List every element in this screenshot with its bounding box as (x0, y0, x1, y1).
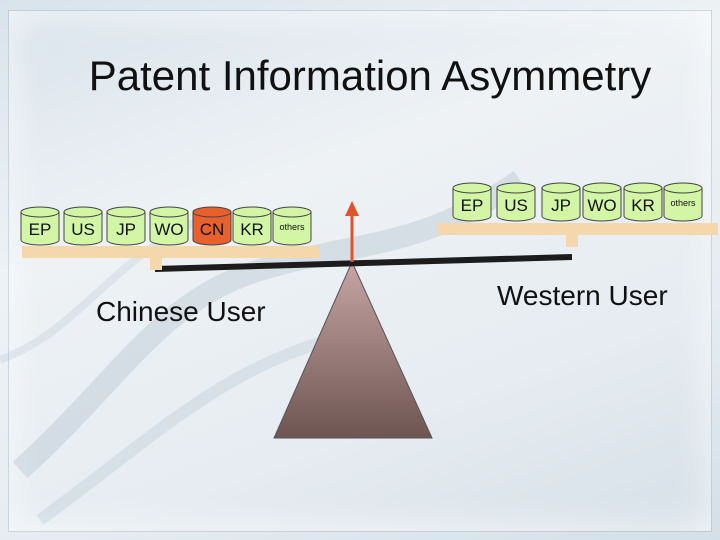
slide-frame (8, 10, 712, 532)
database-cn-left: CN (192, 206, 232, 246)
cylinder-icon (20, 206, 60, 246)
database-label: others (670, 198, 696, 208)
database-label: JP (551, 196, 571, 215)
left-pan-tray (22, 246, 320, 258)
tilt-arrow-head (345, 201, 359, 216)
cylinder-icon (106, 206, 146, 246)
database-jp-left: JP (106, 206, 146, 246)
database-jp-right: JP (541, 182, 581, 222)
database-label: US (71, 220, 95, 239)
cylinder-icon (63, 206, 103, 246)
cylinder-icon (541, 182, 581, 222)
database-kr-right: KR (623, 182, 663, 222)
database-others-left: others (272, 206, 312, 246)
cylinder-icon (496, 182, 536, 222)
database-label: KR (631, 196, 655, 215)
right-pan-post (566, 235, 578, 247)
database-wo-right: WO (582, 182, 622, 222)
cylinder-icon (623, 182, 663, 222)
database-label: others (279, 222, 305, 232)
chinese-user-label: Chinese User (96, 296, 266, 327)
cylinder-icon (452, 182, 492, 222)
cylinder-icon (272, 206, 312, 246)
database-label: JP (116, 220, 136, 239)
database-wo-left: WO (149, 206, 189, 246)
right-pan-tray (438, 223, 718, 235)
left-pan-post (150, 258, 162, 270)
cylinder-icon (582, 182, 622, 222)
database-us-left: US (63, 206, 103, 246)
database-us-right: US (496, 182, 536, 222)
database-kr-left: KR (232, 206, 272, 246)
database-label: KR (240, 220, 264, 239)
cylinder-icon (232, 206, 272, 246)
cylinder-icon (149, 206, 189, 246)
database-label: US (504, 196, 528, 215)
cylinder-icon (663, 182, 703, 222)
fulcrum-triangle (273, 260, 433, 439)
database-label: EP (460, 196, 484, 215)
database-label: WO (587, 196, 617, 215)
database-ep-left: EP (20, 206, 60, 246)
database-label: CN (199, 220, 225, 239)
database-others-right: others (663, 182, 703, 222)
slide-title: Patent Information Asymmetry (88, 52, 652, 99)
database-label: EP (28, 220, 52, 239)
scale-beam (154, 254, 573, 272)
cylinder-icon (192, 206, 232, 246)
database-ep-right: EP (452, 182, 492, 222)
database-label: WO (154, 220, 184, 239)
western-user-label: Western User (497, 280, 668, 311)
